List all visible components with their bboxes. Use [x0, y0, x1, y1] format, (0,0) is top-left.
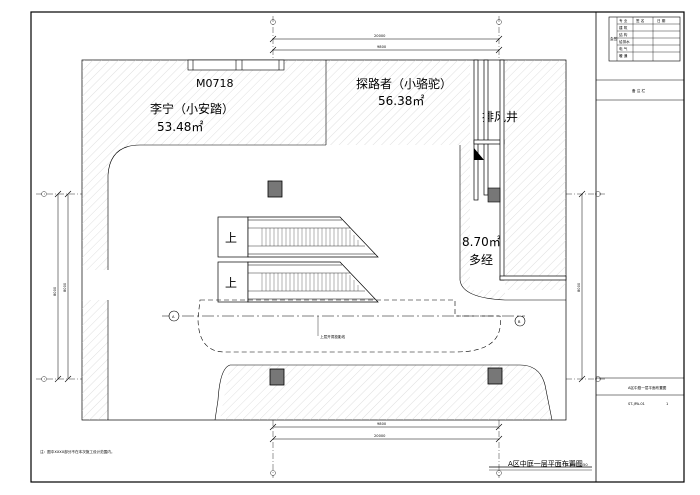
sheet-code: ST-JPA-01	[628, 402, 645, 406]
side-label: 会签	[610, 36, 618, 41]
drawing-note: 注：图中XXXX部分不在本次施工设计范围内。	[40, 449, 115, 454]
sheet-note: A区中庭一层平面布置图	[628, 385, 667, 390]
grid-label: B	[518, 320, 521, 324]
bottom-hatch-area	[220, 365, 552, 420]
escalator-lower-treads	[261, 273, 359, 291]
table-cell: 给排水	[619, 39, 630, 44]
table-cell: 日 期	[657, 18, 666, 23]
dim-top-inner: 9800	[377, 45, 387, 49]
remarks-label: 备 注 栏	[632, 88, 645, 93]
column	[487, 367, 503, 385]
dim-top-outer: 20000	[374, 34, 386, 38]
corner-name: 多经	[469, 253, 493, 267]
escalator-up-label: 上	[225, 231, 237, 245]
sheet-number: 1	[666, 402, 668, 406]
dim-left-outer: 8000	[53, 286, 57, 296]
column	[269, 368, 285, 386]
shop-left-area: 53.48㎡	[157, 120, 203, 134]
escalator-upper	[217, 216, 379, 258]
dimension-left	[36, 190, 82, 383]
dim-bottom-inner: 9800	[377, 422, 387, 426]
dimension-right	[566, 190, 606, 383]
dim-bottom-outer: 20000	[374, 434, 386, 438]
table-cell: 结 构	[619, 32, 628, 37]
dim-right: 8000	[577, 282, 581, 292]
table-cell: 签 名	[636, 18, 645, 23]
shaft-walls	[473, 59, 567, 281]
drawing-scale: SCALE=1:50	[565, 463, 588, 467]
shop-right-area	[326, 60, 470, 145]
drawing-title: A区中庭一层平面布置图	[508, 459, 583, 468]
escalator-lower	[217, 261, 379, 303]
table-cell: 暖 通	[619, 53, 628, 58]
shop-right-name: 探路者（小骆驼）	[356, 76, 452, 91]
signature-table: 会签 专 业 签 名 日 期 建 筑 结 构 给排水 电 气 暖 通	[608, 16, 681, 62]
shop-left-name: 李宁（小安踏）	[150, 101, 234, 116]
dim-left-inner: 8000	[63, 282, 67, 292]
column	[267, 180, 283, 198]
shaft-area	[505, 60, 566, 290]
door-tag: M0718	[196, 77, 234, 90]
corner-area: 8.70㎡	[462, 235, 501, 249]
door-m0718	[187, 59, 285, 71]
table-cell: 建 筑	[619, 25, 628, 30]
table-cell: 电 气	[619, 46, 628, 51]
shop-left-area	[82, 60, 326, 270]
shop-right-area: 56.38㎡	[378, 94, 424, 108]
dimension-bottom	[269, 420, 503, 478]
opening-projection-label: 上层开洞投影线	[320, 334, 346, 339]
escalator-upper-treads	[261, 228, 359, 246]
opening-projection-line	[197, 299, 501, 353]
grid-bubble-right	[514, 315, 526, 327]
dimension-top	[269, 16, 503, 60]
escalator-up-label: 上	[225, 276, 237, 290]
table-cell: 专 业	[619, 18, 628, 23]
grid-bubble-left	[168, 310, 180, 322]
grid-label: A	[172, 315, 175, 319]
sheet-border	[30, 11, 685, 483]
